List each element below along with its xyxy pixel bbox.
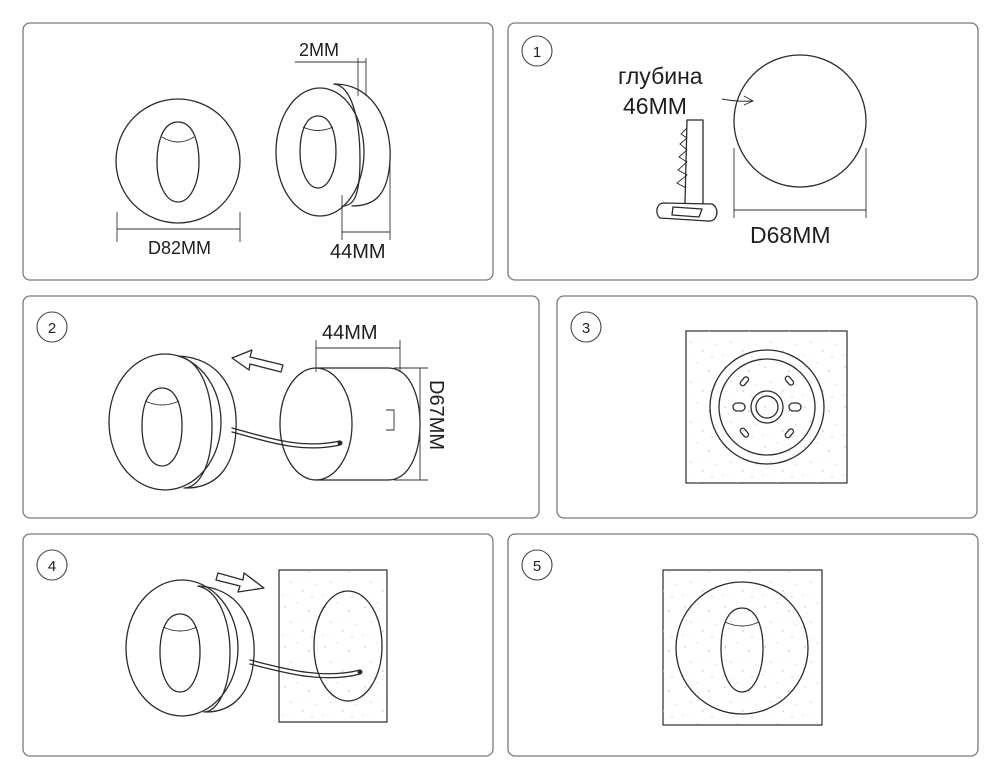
diameter-label: D82MM <box>148 238 211 258</box>
panel-step-3: 3 <box>556 295 978 519</box>
step-1-dimensions <box>721 95 867 218</box>
panel-step-5: 5 <box>507 533 979 757</box>
depth-word-label: глубина <box>618 63 703 89</box>
step-5-number: 5 <box>533 558 541 575</box>
panel-dimensions: D82MM 2MM 44MM <box>22 22 494 281</box>
step-2-dimensions <box>315 340 428 481</box>
hole-diameter-label: D68MM <box>750 222 831 248</box>
housing-diameter-label: D67MM <box>425 380 447 450</box>
step-1-number: 1 <box>533 44 541 61</box>
insert-arrow-icon <box>215 572 265 593</box>
depth-value-label: 46MM <box>623 93 687 119</box>
housing-length-label: 44MM <box>322 322 378 344</box>
lamp-side-view <box>275 83 391 217</box>
wall-with-opening <box>278 569 388 723</box>
wall-with-mounting-plate <box>685 330 848 484</box>
length-label: 44MM <box>330 241 386 263</box>
panel-step-2: 2 44MM D67MM <box>22 295 540 519</box>
step-2-number: 2 <box>48 320 56 337</box>
panel-step-1: 1 глубина 46MM D68MM <box>507 22 979 281</box>
step-2-badge: 2 <box>36 311 68 343</box>
lamp-insert <box>125 579 363 717</box>
step-3-number: 3 <box>582 320 590 337</box>
step-4-badge: 4 <box>36 549 68 581</box>
hole-saw-icon <box>656 119 718 222</box>
lamp-front-view <box>115 98 241 224</box>
step-3-badge: 3 <box>570 311 602 343</box>
panel-step-4: 4 <box>22 533 494 757</box>
dimension-lines <box>116 58 391 242</box>
cutout-circle <box>733 54 867 188</box>
lamp-with-housing <box>108 353 343 491</box>
step-4-number: 4 <box>48 558 56 575</box>
installed-lamp <box>662 569 823 726</box>
step-1-badge: 1 <box>521 35 553 67</box>
step-5-badge: 5 <box>521 549 553 581</box>
remove-arrow-icon <box>231 349 284 373</box>
flange-label: 2MM <box>299 40 339 60</box>
